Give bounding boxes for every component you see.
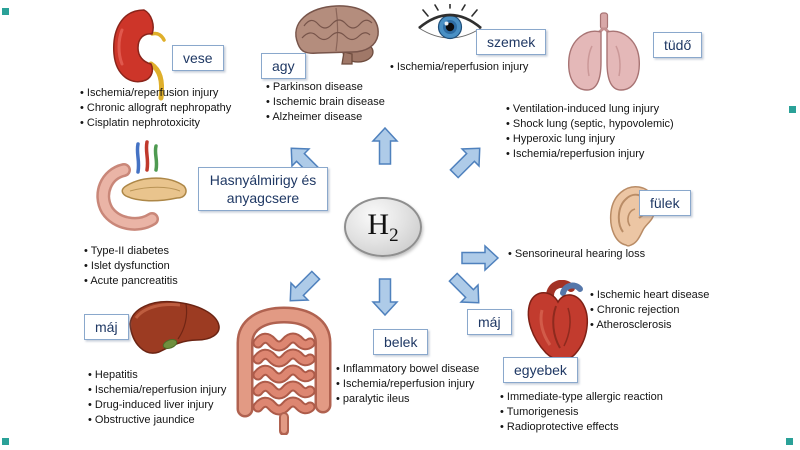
- disease-item: Ischemia/reperfusion injury: [390, 60, 590, 75]
- eyes-disease-list: Ischemia/reperfusion injury: [390, 60, 590, 75]
- h2-label: H2: [367, 207, 399, 246]
- disease-item: Ventilation-induced lung injury: [506, 102, 726, 117]
- liver-image: [129, 300, 220, 354]
- others-disease-list: Immediate-type allergic reactionTumorige…: [500, 390, 725, 435]
- disease-item: Inflammatory bowel disease: [336, 362, 536, 377]
- disease-item: Parkinson disease: [266, 80, 441, 95]
- pancreas-disease-list: Type-II diabetesIslet dysfunctionAcute p…: [84, 244, 259, 289]
- intestines-disease-list: Inflammatory bowel diseaseIschemia/reper…: [336, 362, 536, 407]
- eye-image: [418, 4, 482, 40]
- disease-item: Acute pancreatitis: [84, 274, 259, 289]
- arrow-right-icon: [461, 244, 500, 272]
- disease-item: Hyperoxic lung injury: [506, 132, 726, 147]
- disease-item: Islet dysfunction: [84, 259, 259, 274]
- disease-item: Ischemia/reperfusion injury: [88, 383, 283, 398]
- disease-item: Immediate-type allergic reaction: [500, 390, 725, 405]
- disease-item: Chronic allograft nephropathy: [80, 101, 275, 116]
- lungs-disease-list: Ventilation-induced lung injuryShock lun…: [506, 102, 726, 162]
- disease-item: Ischemia/reperfusion injury: [506, 147, 726, 162]
- brain-disease-list: Parkinson diseaseIschemic brain diseaseA…: [266, 80, 441, 125]
- disease-item: Ischemic brain disease: [266, 95, 441, 110]
- arrow-down-right-icon: [448, 272, 480, 304]
- disease-item: Cisplatin nephrotoxicity: [80, 116, 275, 131]
- corner-mark: [786, 438, 793, 445]
- disease-item: Tumorigenesis: [500, 405, 725, 420]
- label-heart: máj: [467, 309, 512, 336]
- heart-disease-list: Ischemic heart diseaseChronic rejectionA…: [590, 288, 755, 333]
- brain-image: [295, 5, 379, 65]
- corner-mark: [2, 8, 9, 15]
- disease-item: Type-II diabetes: [84, 244, 259, 259]
- arrow-down-left-icon: [289, 270, 321, 302]
- label-brain: agy: [261, 53, 306, 80]
- disease-item: Sensorineural hearing loss: [508, 247, 723, 262]
- h2-molecule: H2: [344, 197, 422, 257]
- arrow-up-icon: [371, 126, 399, 165]
- label-ears: fülek: [639, 190, 691, 217]
- arrow-down-icon: [371, 278, 399, 317]
- lungs-image: [568, 12, 640, 91]
- pancreas-image: [96, 140, 187, 231]
- disease-item: Shock lung (septic, hypovolemic): [506, 117, 726, 132]
- corner-mark: [2, 438, 9, 445]
- disease-item: Ischemia/reperfusion injury: [336, 377, 536, 392]
- arrow-up-right-icon: [449, 147, 481, 179]
- disease-item: Hepatitis: [88, 368, 283, 383]
- disease-item: Radioprotective effects: [500, 420, 725, 435]
- kidney-disease-list: Ischemia/reperfusion injuryChronic allog…: [80, 86, 275, 131]
- heart-image: [527, 280, 589, 361]
- corner-mark: [789, 106, 796, 113]
- disease-item: paralytic ileus: [336, 392, 536, 407]
- kidney-image: [113, 9, 166, 101]
- label-others: egyebek: [503, 357, 578, 384]
- disease-item: Atherosclerosis: [590, 318, 755, 333]
- disease-item: Ischemia/reperfusion injury: [80, 86, 275, 101]
- disease-item: Ischemic heart disease: [590, 288, 755, 303]
- liver-disease-list: HepatitisIschemia/reperfusion injuryDrug…: [88, 368, 283, 428]
- disease-item: Obstructive jaundice: [88, 413, 283, 428]
- label-kidney: vese: [172, 45, 224, 72]
- label-intestines: belek: [373, 329, 429, 356]
- disease-item: Drug-induced liver injury: [88, 398, 283, 413]
- ears-disease-list: Sensorineural hearing loss: [508, 247, 723, 262]
- label-eyes: szemek: [476, 29, 547, 56]
- label-liver: máj: [84, 314, 129, 341]
- label-lungs: tüdő: [653, 32, 703, 59]
- disease-item: Chronic rejection: [590, 303, 755, 318]
- label-pancreas: Hasnyálmirigy és anyagcsere: [198, 167, 328, 212]
- disease-item: Alzheimer disease: [266, 110, 441, 125]
